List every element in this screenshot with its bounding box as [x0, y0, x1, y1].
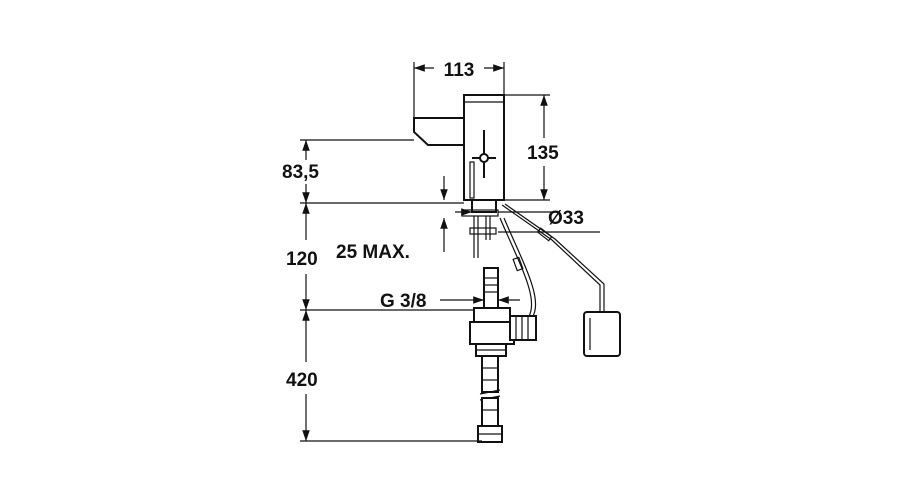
dim-height-mid: 120 — [286, 249, 318, 270]
faucet-body — [413, 94, 505, 217]
mounting-rods — [469, 216, 497, 258]
dimension-lines — [300, 62, 600, 442]
dim-diameter: Ø33 — [548, 208, 584, 229]
control-box — [583, 311, 621, 357]
dim-thread: G 3/8 — [380, 291, 426, 312]
dim-width-top: 113 — [444, 60, 475, 81]
dim-height-bottom: 420 — [286, 370, 318, 391]
dim-max-thickness: 25 MAX. — [336, 242, 410, 263]
dim-height-spout: 83,5 — [282, 162, 319, 183]
dim-height-body: 135 — [527, 143, 559, 164]
handle-cross-icon — [472, 130, 496, 178]
supply-pipe — [469, 267, 537, 443]
